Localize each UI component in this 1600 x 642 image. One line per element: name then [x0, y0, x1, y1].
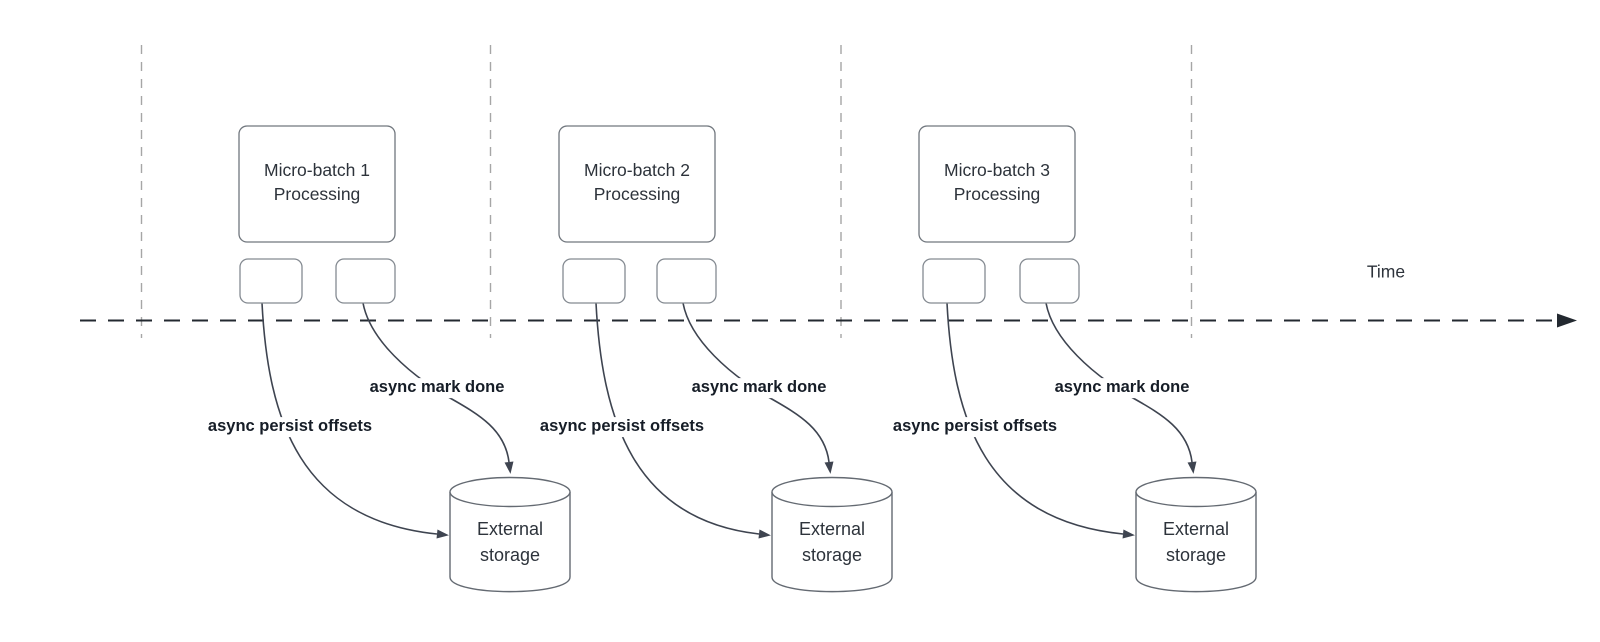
- time-guide-lines: [140, 45, 1193, 338]
- persist-offsets-task-box-1: [239, 258, 303, 304]
- time-axis-arrowhead: [1557, 313, 1577, 328]
- micro-batch-2-box: [558, 125, 716, 243]
- micro-batch-group-3: [918, 125, 1257, 593]
- persist-offsets-task-box-2: [562, 258, 626, 304]
- persist-offsets-arrow-1: [261, 302, 449, 539]
- time-axis: [80, 313, 1577, 328]
- micro-batch-group-2: [558, 125, 893, 593]
- mark-done-task-box-3: [1019, 258, 1080, 304]
- micro-batch-3-box: [918, 125, 1076, 243]
- persist-offsets-arrow-3: [946, 302, 1135, 539]
- micro-batch-1-box: [238, 125, 396, 243]
- mark-done-task-box-1: [335, 258, 396, 304]
- mark-done-arrow-3: [1045, 302, 1197, 474]
- mark-done-task-box-2: [656, 258, 717, 304]
- external-storage-cylinder-1: [449, 476, 571, 593]
- mark-done-arrow-1: [362, 302, 514, 474]
- external-storage-cylinder-2: [771, 476, 893, 593]
- external-storage-cylinder-3: [1135, 476, 1257, 593]
- persist-offsets-task-box-3: [922, 258, 986, 304]
- mark-done-arrow-2: [682, 302, 834, 474]
- micro-batch-group-1: [238, 125, 571, 593]
- persist-offsets-arrow-2: [595, 302, 771, 539]
